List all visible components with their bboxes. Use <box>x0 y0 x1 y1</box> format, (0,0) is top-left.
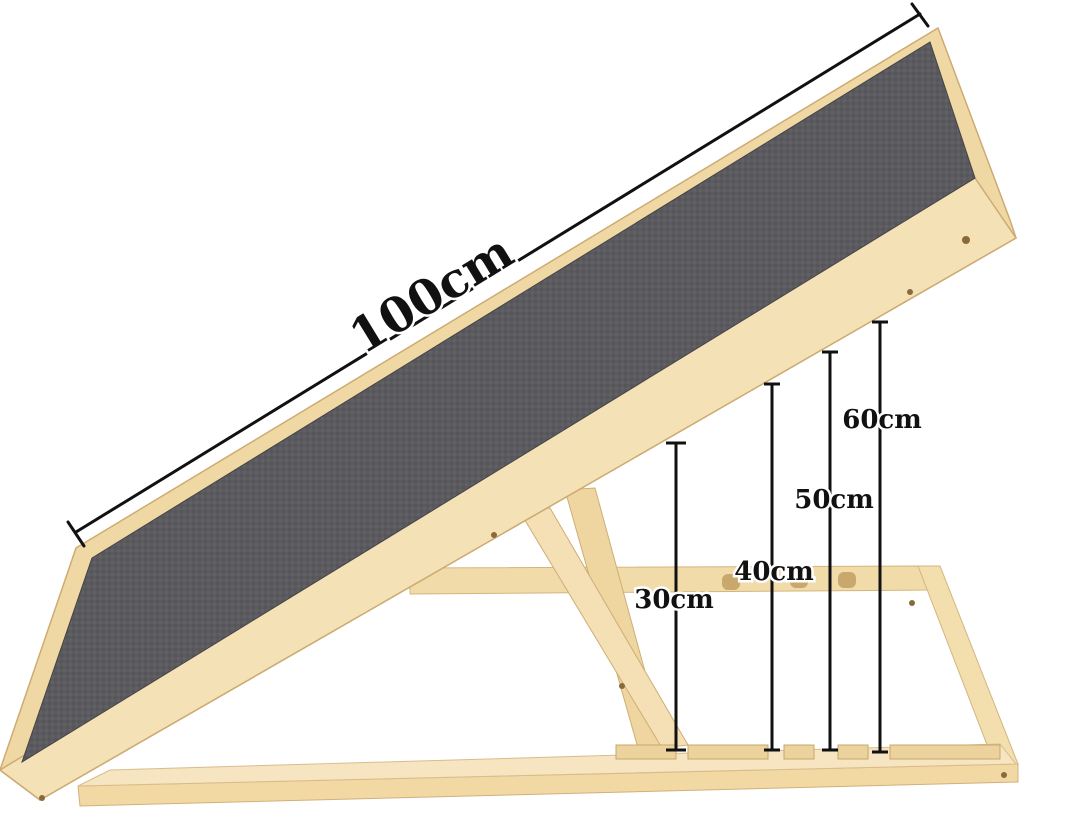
height-label-60: 60cm <box>842 405 922 435</box>
height-label-40: 40cm <box>734 557 814 587</box>
screw-icons <box>39 236 1007 801</box>
base-right-side <box>917 565 1019 769</box>
length-dimension <box>66 2 930 548</box>
height-label-50: 50cm <box>794 485 874 515</box>
height-label-30: 30cm <box>634 585 714 615</box>
carpet-surface <box>21 41 976 764</box>
height-notches <box>722 572 856 590</box>
height-dimension-lines <box>666 320 888 754</box>
floor-stop-blocks <box>615 744 1001 760</box>
